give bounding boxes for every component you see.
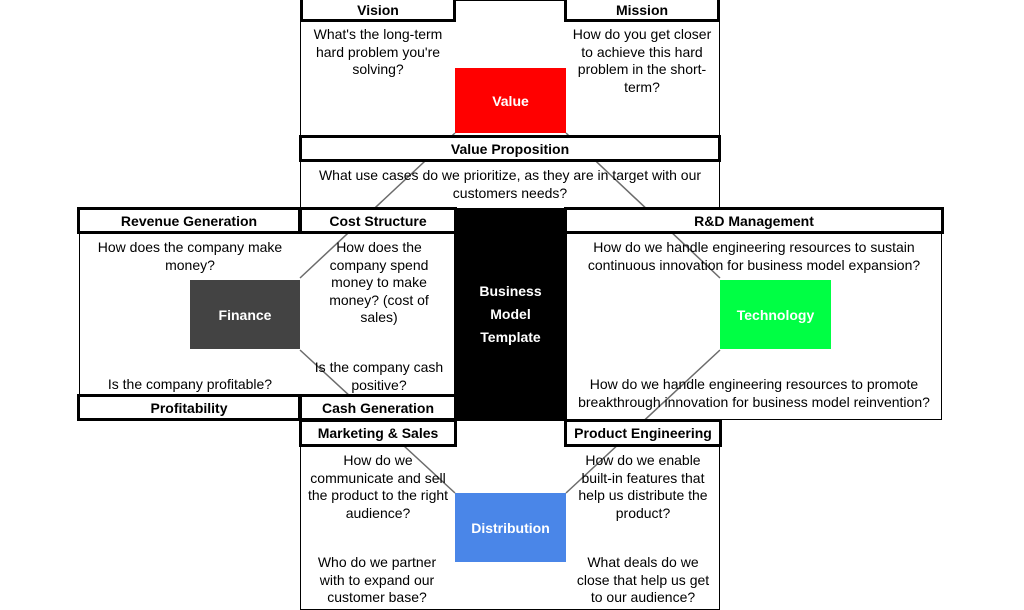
marketing-sales-header: Marketing & Sales	[299, 419, 457, 447]
finance-box: Finance	[190, 280, 300, 349]
value-proposition-header: Value Proposition	[299, 135, 721, 162]
revenue-generation-header: Revenue Generation	[77, 207, 301, 234]
profitability-header: Profitability	[77, 394, 301, 421]
revenue-generation-question: How does the company make money?	[97, 239, 283, 273]
product-engineering-question-top: How do we enable built-in features that …	[578, 452, 708, 521]
marketing-sales-question-top: How do we communicate and sell the produ…	[307, 452, 449, 521]
cost-structure-header: Cost Structure	[299, 207, 457, 234]
cost-structure-question: How does the company spend money to make…	[329, 239, 429, 325]
value-box: Value	[455, 68, 566, 133]
technology-box: Technology	[720, 280, 831, 349]
value-proposition-question: What use cases do we prioritize, as they…	[318, 167, 702, 201]
center-line-2: Model	[490, 305, 531, 322]
business-model-template-block: Business Model Template	[455, 208, 566, 420]
cash-generation-header: Cash Generation	[299, 394, 457, 421]
mission-header: Mission	[564, 0, 720, 22]
distribution-box: Distribution	[455, 493, 566, 562]
value-label: Value	[492, 92, 529, 109]
finance-label: Finance	[218, 306, 272, 323]
vision-question: What's the long-term hard problem you're…	[313, 26, 443, 77]
rd-management-header: R&D Management	[564, 207, 944, 234]
rd-management-question-top: How do we handle engineering resources t…	[587, 239, 921, 273]
marketing-sales-question-bottom: Who do we partner with to expand our cus…	[317, 554, 437, 605]
profitability-question: Is the company profitable?	[107, 376, 273, 392]
cash-generation-question: Is the company cash positive?	[314, 359, 444, 393]
technology-label: Technology	[736, 306, 815, 323]
center-line-1: Business	[479, 282, 542, 299]
rd-management-question-bottom: How do we handle engineering resources t…	[578, 376, 930, 410]
mission-question: How do you get closer to achieve this ha…	[572, 26, 712, 95]
distribution-label: Distribution	[471, 519, 550, 536]
center-line-3: Template	[480, 328, 541, 345]
product-engineering-header: Product Engineering	[564, 419, 722, 447]
product-engineering-question-bottom: What deals do we close that help us get …	[576, 554, 710, 605]
vision-header: Vision	[300, 0, 456, 22]
